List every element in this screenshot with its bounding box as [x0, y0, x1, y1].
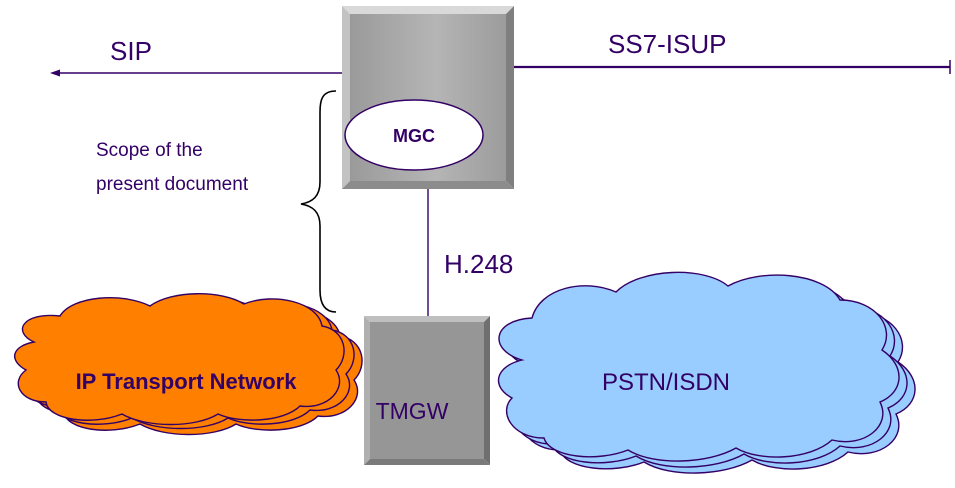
- h248-label: H.248: [444, 249, 513, 279]
- tmgw-box: [364, 316, 490, 465]
- scope-label: Scope of the present document: [96, 140, 249, 195]
- ss7-isup-link: [514, 60, 951, 74]
- sip-link: [50, 69, 342, 77]
- mgc-ellipse: [344, 99, 484, 171]
- sip-label: SIP: [110, 36, 152, 66]
- pstn-isdn-label: PSTN/ISDN: [602, 369, 730, 396]
- pstn-isdn-cloud: [497, 271, 916, 474]
- scope-label-line-1: Scope of the: [96, 140, 203, 161]
- ip-transport-label: IP Transport Network: [76, 369, 298, 394]
- tmgw-label: TMGW: [376, 398, 449, 424]
- mgc-box: [342, 6, 514, 189]
- scope-label-line-2: present document: [96, 174, 249, 195]
- mgc-label: MGC: [393, 126, 435, 146]
- scope-brace: [300, 90, 337, 313]
- ss7-isup-label: SS7-ISUP: [608, 29, 727, 59]
- arrow-left-icon: [50, 69, 60, 77]
- ip-transport-cloud: [14, 293, 363, 436]
